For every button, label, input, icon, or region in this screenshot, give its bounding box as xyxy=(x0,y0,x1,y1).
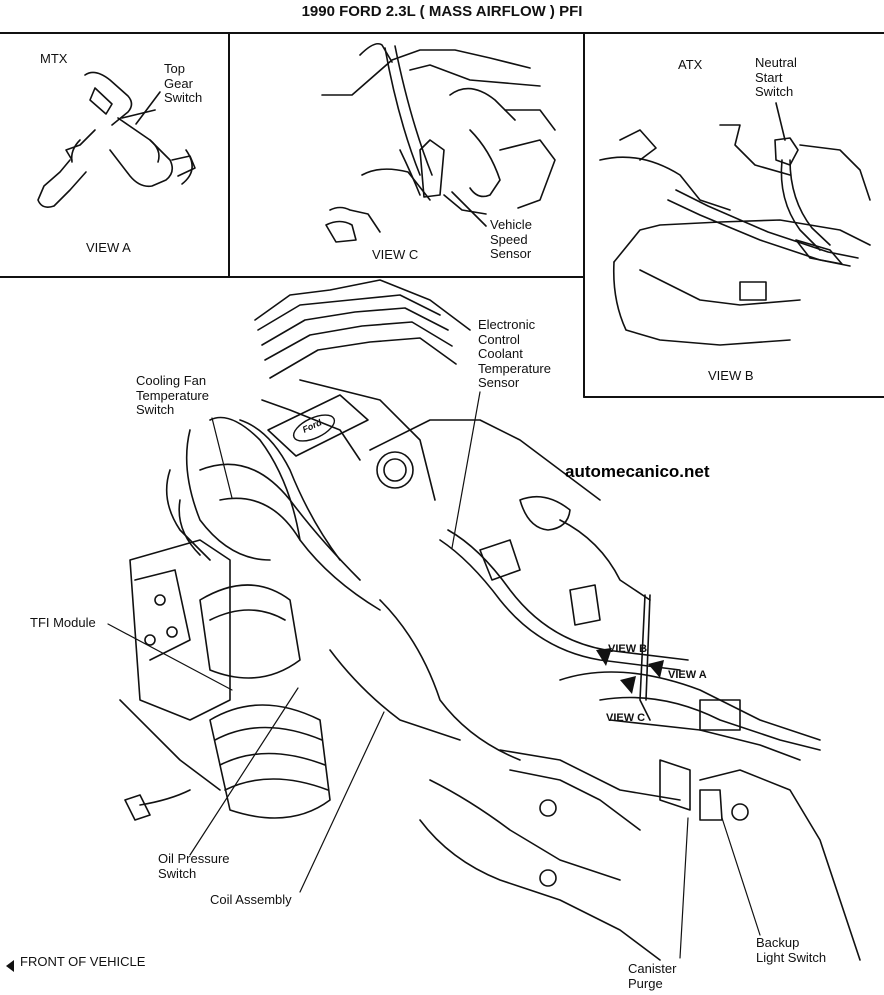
view-a-transmission-label: MTX xyxy=(40,51,68,66)
backup-light-switch-label: Backup Light Switch xyxy=(756,935,827,965)
view-b-caption: VIEW B xyxy=(708,368,754,383)
tfi-module-label: TFI Module xyxy=(30,615,96,630)
diagram-title: 1990 FORD 2.3L ( MASS AIRFLOW ) PFI xyxy=(301,3,583,20)
oil-pressure-switch-label: Oil Pressure Switch xyxy=(158,851,230,881)
view-a-drawing xyxy=(37,71,196,208)
canister-purge-label: Canister Purge xyxy=(628,961,677,991)
cooling-fan-switch-label: Cooling Fan Temperature Switch xyxy=(136,373,209,417)
watermark: automecanico.net xyxy=(565,462,710,481)
view-c-tag: VIEW C xyxy=(606,712,646,724)
view-c-drawing xyxy=(321,42,556,243)
main-engine-drawing xyxy=(119,279,861,961)
view-a-caption: VIEW A xyxy=(86,240,131,255)
view-b-transmission-label: ATX xyxy=(678,57,703,72)
view-c-caption: VIEW C xyxy=(372,247,419,262)
view-arrows xyxy=(6,648,664,972)
view-b-tag: VIEW B xyxy=(608,643,648,655)
top-gear-switch-label: Top Gear Switch xyxy=(164,61,203,105)
callout-leaders xyxy=(107,391,761,959)
coil-assembly-label: Coil Assembly xyxy=(210,892,292,907)
view-b-drawing xyxy=(599,102,871,346)
ecc-temperature-sensor-label: Electronic Control Coolant Temperature S… xyxy=(478,317,551,390)
view-a-tag: VIEW A xyxy=(668,669,707,681)
panel-borders xyxy=(0,32,884,398)
front-of-vehicle-label: FRONT OF VEHICLE xyxy=(20,954,146,969)
vehicle-speed-sensor-label: Vehicle Speed Sensor xyxy=(490,217,532,261)
neutral-start-switch-label: Neutral Start Switch xyxy=(755,55,797,99)
